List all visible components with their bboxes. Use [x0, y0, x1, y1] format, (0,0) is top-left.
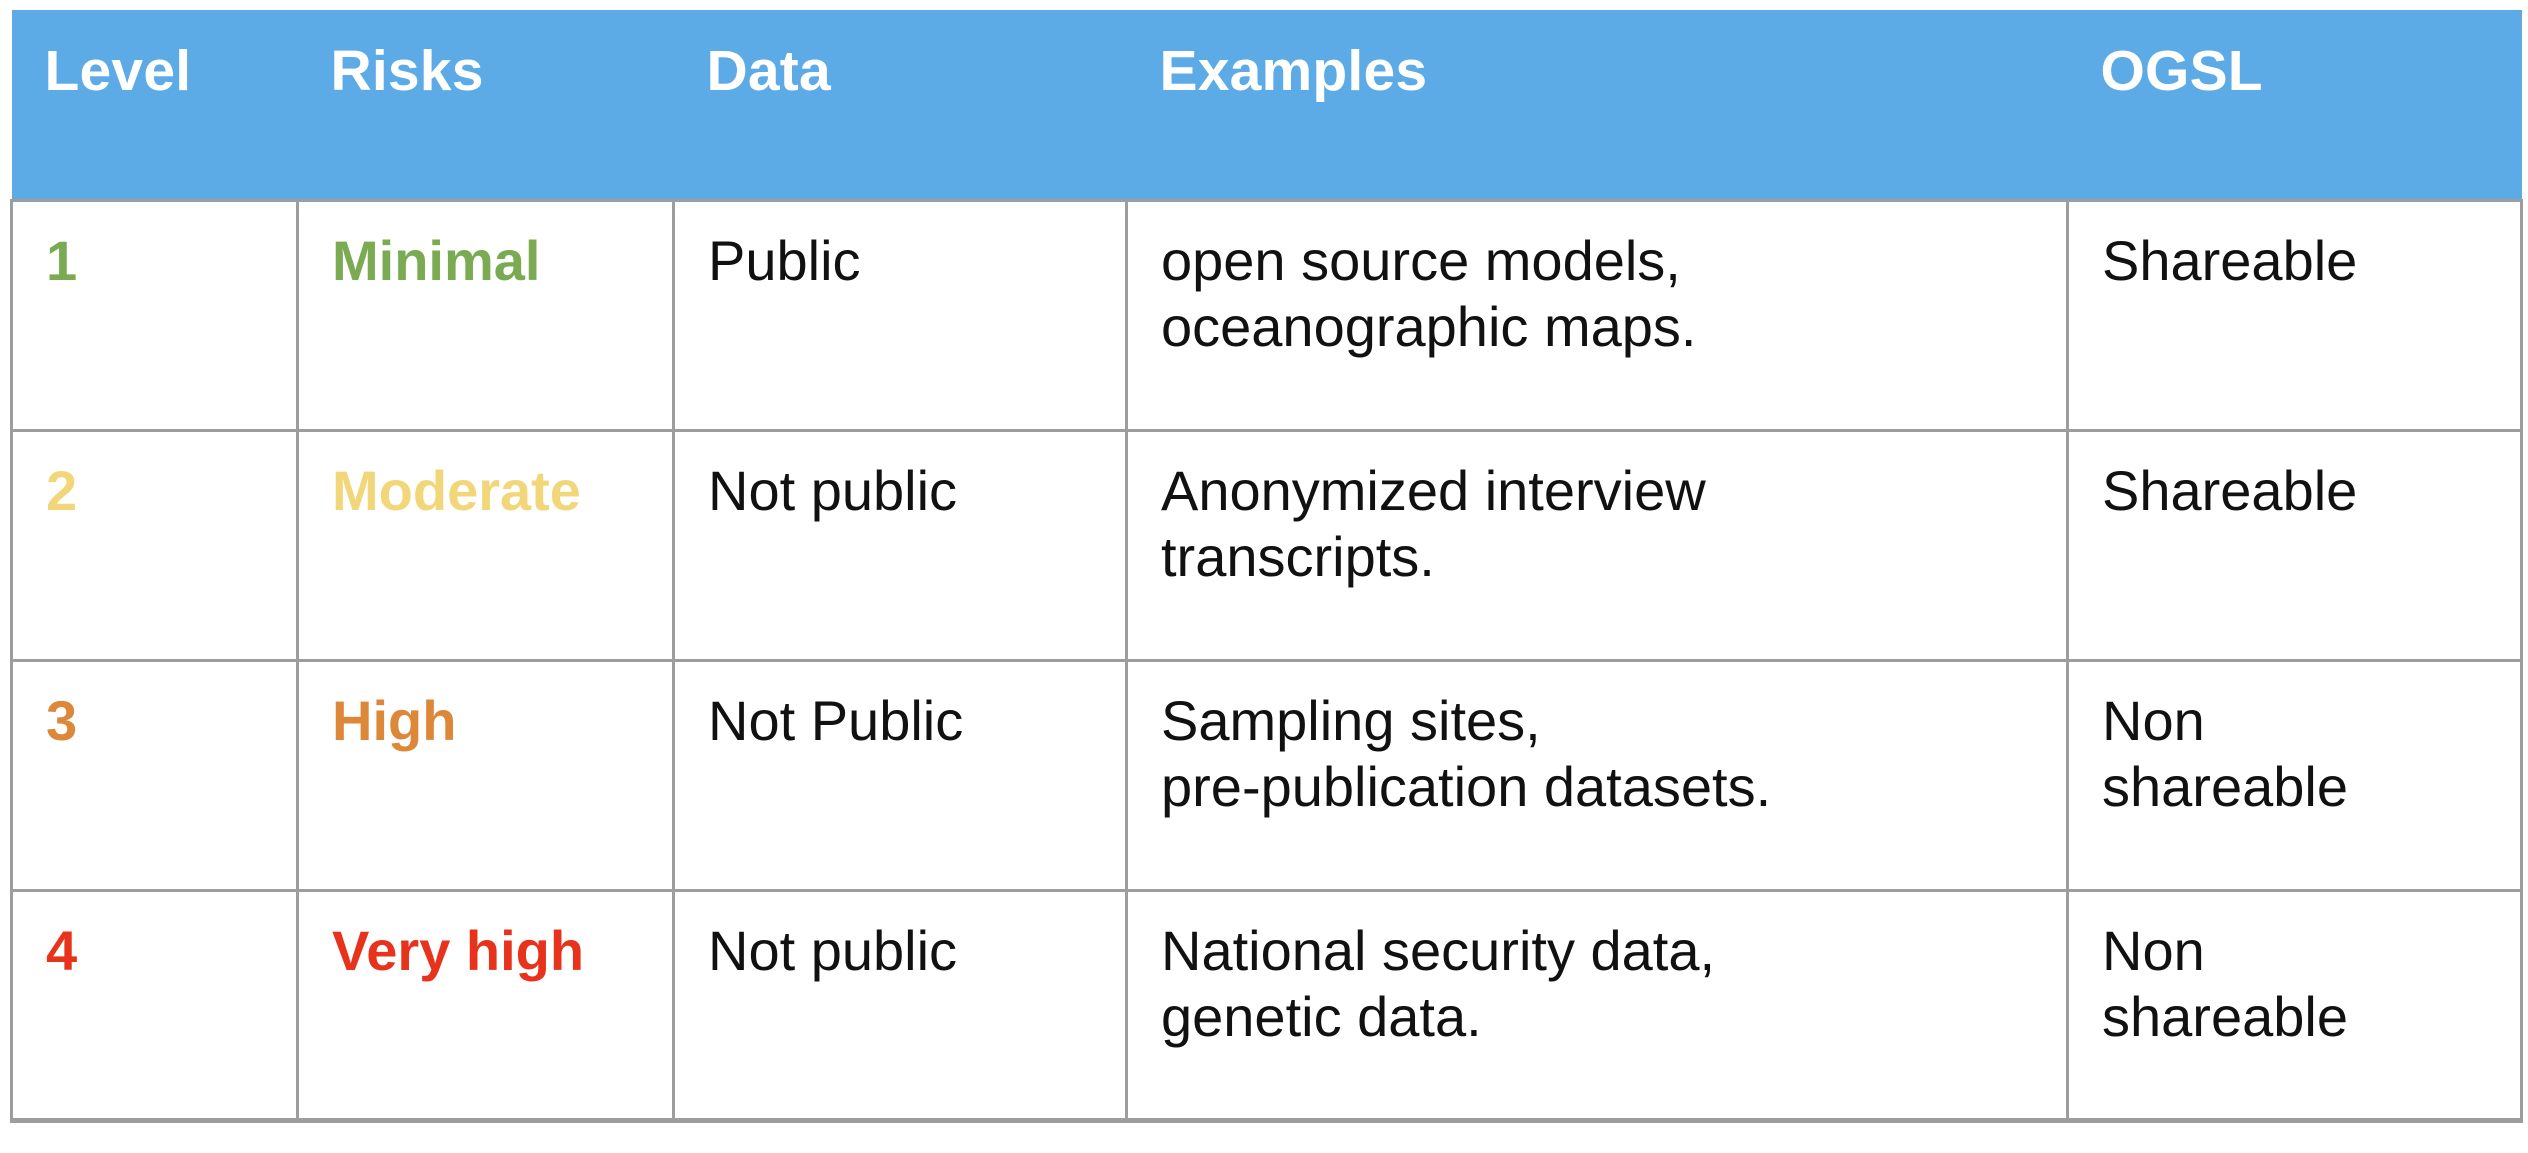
examples-line-2: genetic data.	[1161, 984, 1482, 1048]
ogsl-line-1: Non	[2102, 918, 2205, 982]
ogsl-line-2: shareable	[2102, 984, 2348, 1048]
examples-line-1: Sampling sites,	[1161, 688, 1541, 752]
data-classification-table: Level Risks Data Examples OGSL 1 Minimal…	[10, 10, 2523, 1123]
ogsl-line-1: Non	[2102, 688, 2205, 752]
cell-ogsl: Non shareable	[2066, 658, 2523, 892]
column-header-examples: Examples	[1126, 10, 2068, 200]
cell-level: 3	[10, 658, 299, 892]
examples-line-2: oceanographic maps.	[1161, 294, 1697, 358]
column-header-level: Level	[11, 10, 298, 200]
table-row: 1 Minimal Public open source models, oce…	[10, 198, 2523, 432]
cell-data: Not Public	[672, 658, 1128, 892]
cell-risk: Minimal	[296, 198, 675, 432]
cell-ogsl: Shareable	[2066, 198, 2523, 432]
cell-examples: National security data, genetic data.	[1125, 888, 2069, 1123]
examples-line-1: National security data,	[1161, 918, 1716, 982]
examples-line-1: Anonymized interview	[1161, 458, 1706, 522]
cell-level: 1	[10, 198, 299, 432]
table-row: 4 Very high Not public National security…	[10, 888, 2523, 1123]
cell-data: Not public	[672, 428, 1128, 662]
table-body: 1 Minimal Public open source models, oce…	[10, 198, 2523, 1123]
cell-data: Not public	[672, 888, 1128, 1123]
table-row: 2 Moderate Not public Anonymized intervi…	[10, 428, 2523, 662]
cell-level: 4	[10, 888, 299, 1123]
cell-ogsl: Non shareable	[2066, 888, 2523, 1123]
cell-examples: open source models, oceanographic maps.	[1125, 198, 2069, 432]
column-header-data: Data	[673, 10, 1127, 200]
examples-line-2: pre-publication datasets.	[1161, 754, 1772, 818]
table-header: Level Risks Data Examples OGSL	[11, 10, 2522, 200]
ogsl-line-1: Shareable	[2102, 458, 2358, 522]
table-row: 3 High Not Public Sampling sites, pre-pu…	[10, 658, 2523, 892]
table-header-row: Level Risks Data Examples OGSL	[11, 10, 2522, 200]
cell-risk: Moderate	[296, 428, 675, 662]
examples-line-1: open source models,	[1161, 228, 1681, 292]
column-header-ogsl: OGSL	[2067, 10, 2522, 200]
cell-level: 2	[10, 428, 299, 662]
ogsl-line-1: Shareable	[2102, 228, 2358, 292]
cell-examples: Sampling sites, pre-publication datasets…	[1125, 658, 2069, 892]
cell-data: Public	[672, 198, 1128, 432]
cell-risk: High	[296, 658, 675, 892]
column-header-risks: Risks	[297, 10, 674, 200]
examples-line-2: transcripts.	[1161, 524, 1435, 588]
cell-examples: Anonymized interview transcripts.	[1125, 428, 2069, 662]
cell-risk: Very high	[296, 888, 675, 1123]
cell-ogsl: Shareable	[2066, 428, 2523, 662]
ogsl-line-2: shareable	[2102, 754, 2348, 818]
